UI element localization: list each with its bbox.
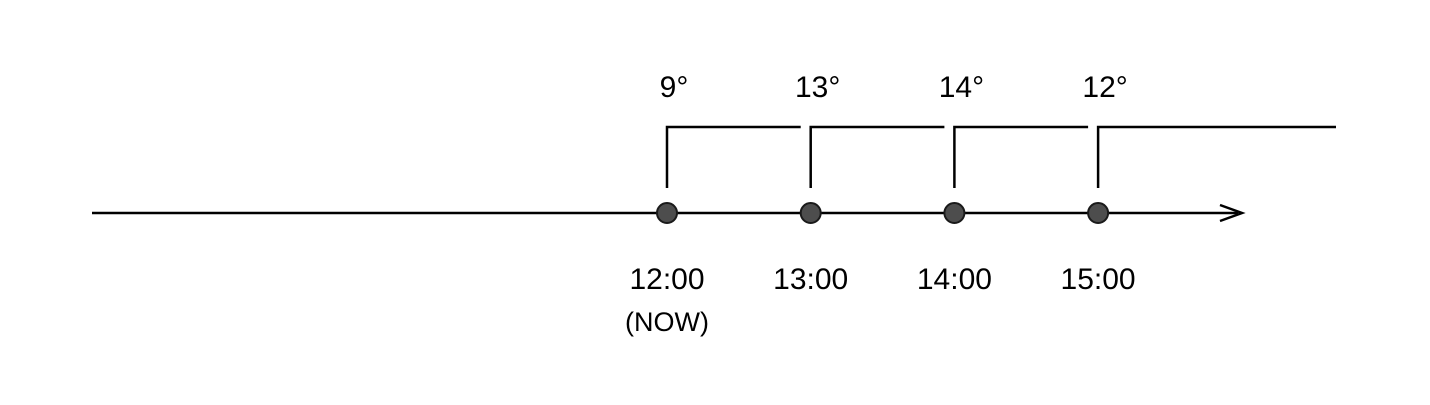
time-label: 13:00 [773, 263, 848, 296]
temperature-label: 12° [1082, 71, 1127, 104]
labels: 9° 12:00 (NOW) 13° 13:00 14° 14:00 12° 15:00 [625, 71, 1136, 337]
temperature-label: 9° [660, 71, 689, 104]
time-label: 12:00 [629, 263, 704, 296]
time-label: 14:00 [917, 263, 992, 296]
time-marker-dot [656, 202, 678, 224]
time-marker-dot [943, 202, 966, 224]
temperature-bracket [953, 125, 1089, 188]
time-markers [656, 202, 1110, 224]
time-marker-dot [1087, 202, 1110, 224]
temperature-bracket [809, 125, 945, 188]
temperature-brackets [665, 125, 1336, 188]
time-axis-arrow-icon [1219, 203, 1246, 223]
temperature-bracket [665, 125, 801, 188]
now-label: (NOW) [625, 307, 709, 337]
time-label: 15:00 [1061, 263, 1136, 296]
time-marker-dot [799, 202, 822, 224]
temperature-label: 13° [795, 71, 840, 104]
temperature-bracket [1096, 125, 1336, 188]
temperature-label: 14° [939, 71, 984, 104]
